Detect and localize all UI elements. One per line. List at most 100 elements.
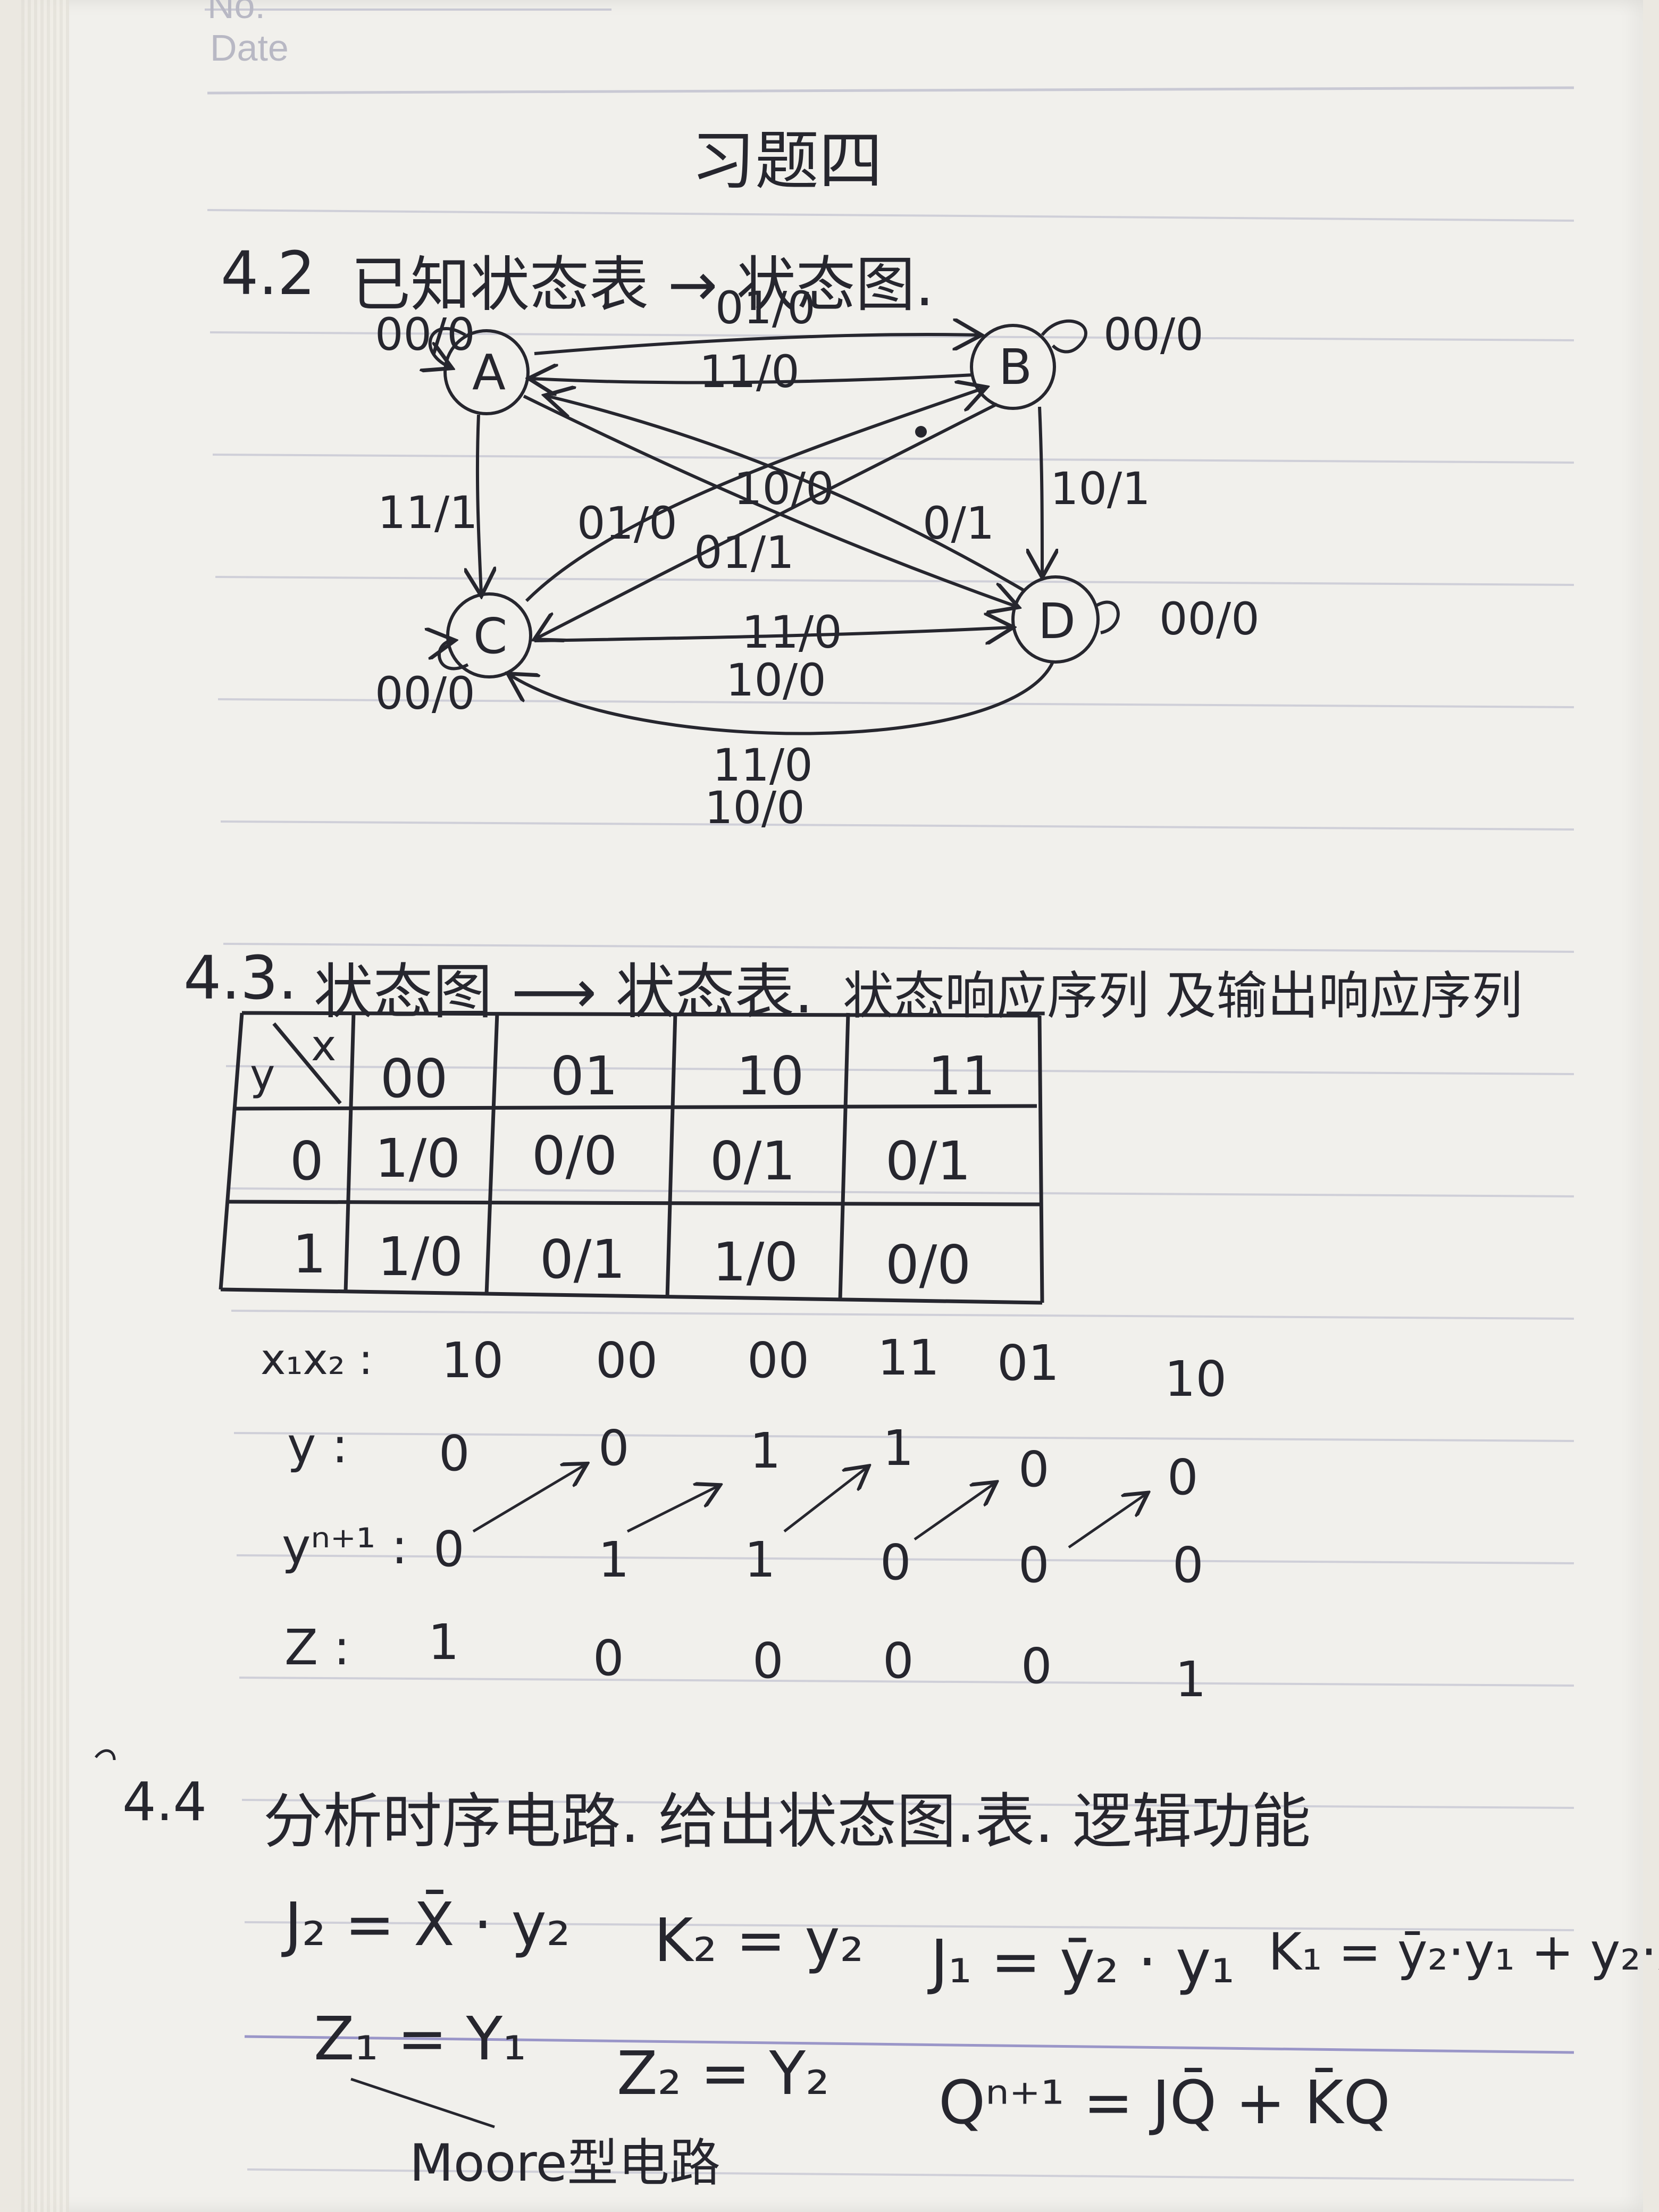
sequence-y-3: 1: [750, 1422, 781, 1479]
sequence-label-z: Z :: [284, 1619, 350, 1676]
edge-label-a-to-b: 01/0: [715, 282, 816, 334]
sequence-z-4: 0: [883, 1632, 914, 1689]
edge-b-to-a: [532, 375, 974, 382]
sequence-yn1-1: 0: [433, 1521, 465, 1578]
edge-label-c-d-upper: 11/0: [742, 606, 842, 658]
equation-q: Qⁿ⁺¹ = JQ̄ + K̄Q: [939, 2068, 1390, 2138]
equation-j1: J₁ = ȳ₂ · y₁: [931, 1928, 1235, 1997]
equation-z2: Z₂ = Y₂: [617, 2039, 830, 2108]
sequence-y-5: 0: [1018, 1441, 1050, 1498]
table-header-00: 00: [380, 1048, 448, 1110]
self-loop-c: [439, 641, 469, 671]
table-row-1-y: 1: [292, 1223, 326, 1285]
sequence-z-6: 1: [1175, 1651, 1206, 1708]
table-row-1-cell-11: 0/0: [885, 1234, 971, 1296]
table-header-01: 01: [550, 1045, 618, 1107]
sequence-yn1-6: 0: [1172, 1537, 1204, 1594]
sequence-x-1: 10: [441, 1332, 504, 1389]
edge-c-to-d: [534, 627, 1010, 641]
state-label-a: A: [472, 344, 506, 401]
edge-label-d-to-a: 0/1: [923, 497, 995, 549]
edge-label-c-d-lower: 10/0: [726, 654, 826, 706]
sequence-label-yn1: yⁿ⁺¹ :: [282, 1518, 408, 1575]
sequence-y-4: 1: [883, 1420, 914, 1477]
problem-4-3-number: 4.3.: [183, 944, 297, 1013]
equation-k1: K₁ = ȳ₂·y₁ + y₂·x: [1268, 1922, 1659, 1982]
edge-a-to-b: [534, 334, 978, 355]
table-corner-col: x: [311, 1021, 337, 1070]
equation-k2: K₂ = y₂: [654, 1906, 864, 1975]
edge-a-to-c: [477, 414, 481, 593]
edge-label-b-to-c: 01/1: [694, 526, 794, 579]
edge-c-to-b: [525, 388, 984, 602]
sequence-label-x: x₁x₂ :: [261, 1335, 373, 1384]
sequence-yn1-3: 1: [744, 1531, 776, 1588]
table-row-0-cell-01: 0/0: [532, 1125, 617, 1187]
edge-label-b-to-a: 11/0: [699, 346, 800, 398]
edge-label-a-to-c: 11/1: [378, 487, 478, 539]
edge-label-b-self: 00/0: [1103, 308, 1204, 361]
self-loop-a: [430, 327, 466, 367]
equation-z1: Z₁ = Y₁: [314, 2005, 526, 2074]
table-row-0-cell-10: 0/1: [710, 1130, 795, 1192]
self-loop-d: [1094, 600, 1120, 634]
problem-4-2-number: 4.2: [221, 239, 316, 308]
table-header-10: 10: [736, 1045, 805, 1107]
header-no-label: No.: [207, 0, 265, 26]
sequence-yn1-5: 0: [1018, 1537, 1050, 1594]
edge-label-a-to-d: 10/0: [734, 463, 834, 515]
sequence-z-3: 0: [752, 1632, 784, 1689]
edge-label-b-to-d: 10/1: [1050, 463, 1151, 515]
sequence-y-2: 0: [598, 1420, 630, 1477]
table-row-1-cell-01: 0/1: [540, 1228, 625, 1291]
page-edge: [21, 0, 69, 2212]
equation-j2: J₂ = X̄ · y₂: [284, 1890, 571, 1959]
problem-4-4-number: 4.4: [122, 1771, 207, 1833]
sequence-yn1-2: 1: [598, 1531, 630, 1588]
state-label-b: B: [999, 339, 1032, 396]
sequence-y-6: 0: [1167, 1449, 1199, 1506]
sequence-label-y: y :: [287, 1417, 348, 1474]
edge-label-c-self: 00/0: [375, 667, 475, 719]
sequence-y-1: 0: [439, 1425, 470, 1482]
moore-note: Moore型电路: [409, 2133, 720, 2193]
state-label-c: C: [473, 608, 507, 665]
edge-label-bottom-lower: 10/0: [705, 782, 805, 834]
table-corner-row: y: [250, 1050, 275, 1100]
header-date-label: Date: [210, 27, 289, 69]
edge-a-to-d: [523, 395, 1016, 606]
edge-label-d-self: 00/0: [1159, 593, 1260, 645]
sequence-z-5: 0: [1021, 1638, 1052, 1695]
table-row-1-cell-10: 1/0: [713, 1231, 798, 1293]
state-label-d: D: [1038, 593, 1076, 650]
sequence-yn1-4: 0: [880, 1534, 911, 1591]
edge-d-to-a: [548, 396, 1025, 592]
problem-4-4-heading: 分析时序电路. 给出状态图.表. 逻辑功能: [263, 1787, 1311, 1856]
edge-label-bottom-upper: 11/0: [713, 739, 813, 791]
edge-b-to-d: [1040, 406, 1042, 574]
sequence-x-2: 00: [596, 1332, 658, 1389]
page-title: 习题四: [691, 124, 883, 198]
table-row-0-y: 0: [290, 1130, 324, 1192]
edge-label-c-to-b: 01/0: [577, 497, 677, 549]
table-row-0-cell-11: 0/1: [885, 1130, 971, 1192]
table-row-0-cell-00: 1/0: [375, 1127, 460, 1189]
problem-4-2-heading: 已知状态表 → 状态图.: [351, 250, 934, 320]
table-header-11: 11: [928, 1045, 996, 1107]
sequence-z-1: 1: [428, 1614, 459, 1671]
sequence-x-5: 01: [997, 1335, 1060, 1392]
edge-d-to-c-bottom: [510, 661, 1054, 735]
table-row-1-cell-00: 1/0: [378, 1226, 463, 1288]
edge-label-a-self: 00/0: [375, 308, 475, 361]
sequence-x-4: 11: [877, 1329, 940, 1386]
self-loop-b: [1041, 319, 1087, 354]
sequence-x-6: 10: [1164, 1351, 1227, 1407]
sequence-z-2: 0: [593, 1630, 624, 1687]
state-node-b: [970, 324, 1056, 410]
edge-b-to-c: [537, 403, 998, 638]
